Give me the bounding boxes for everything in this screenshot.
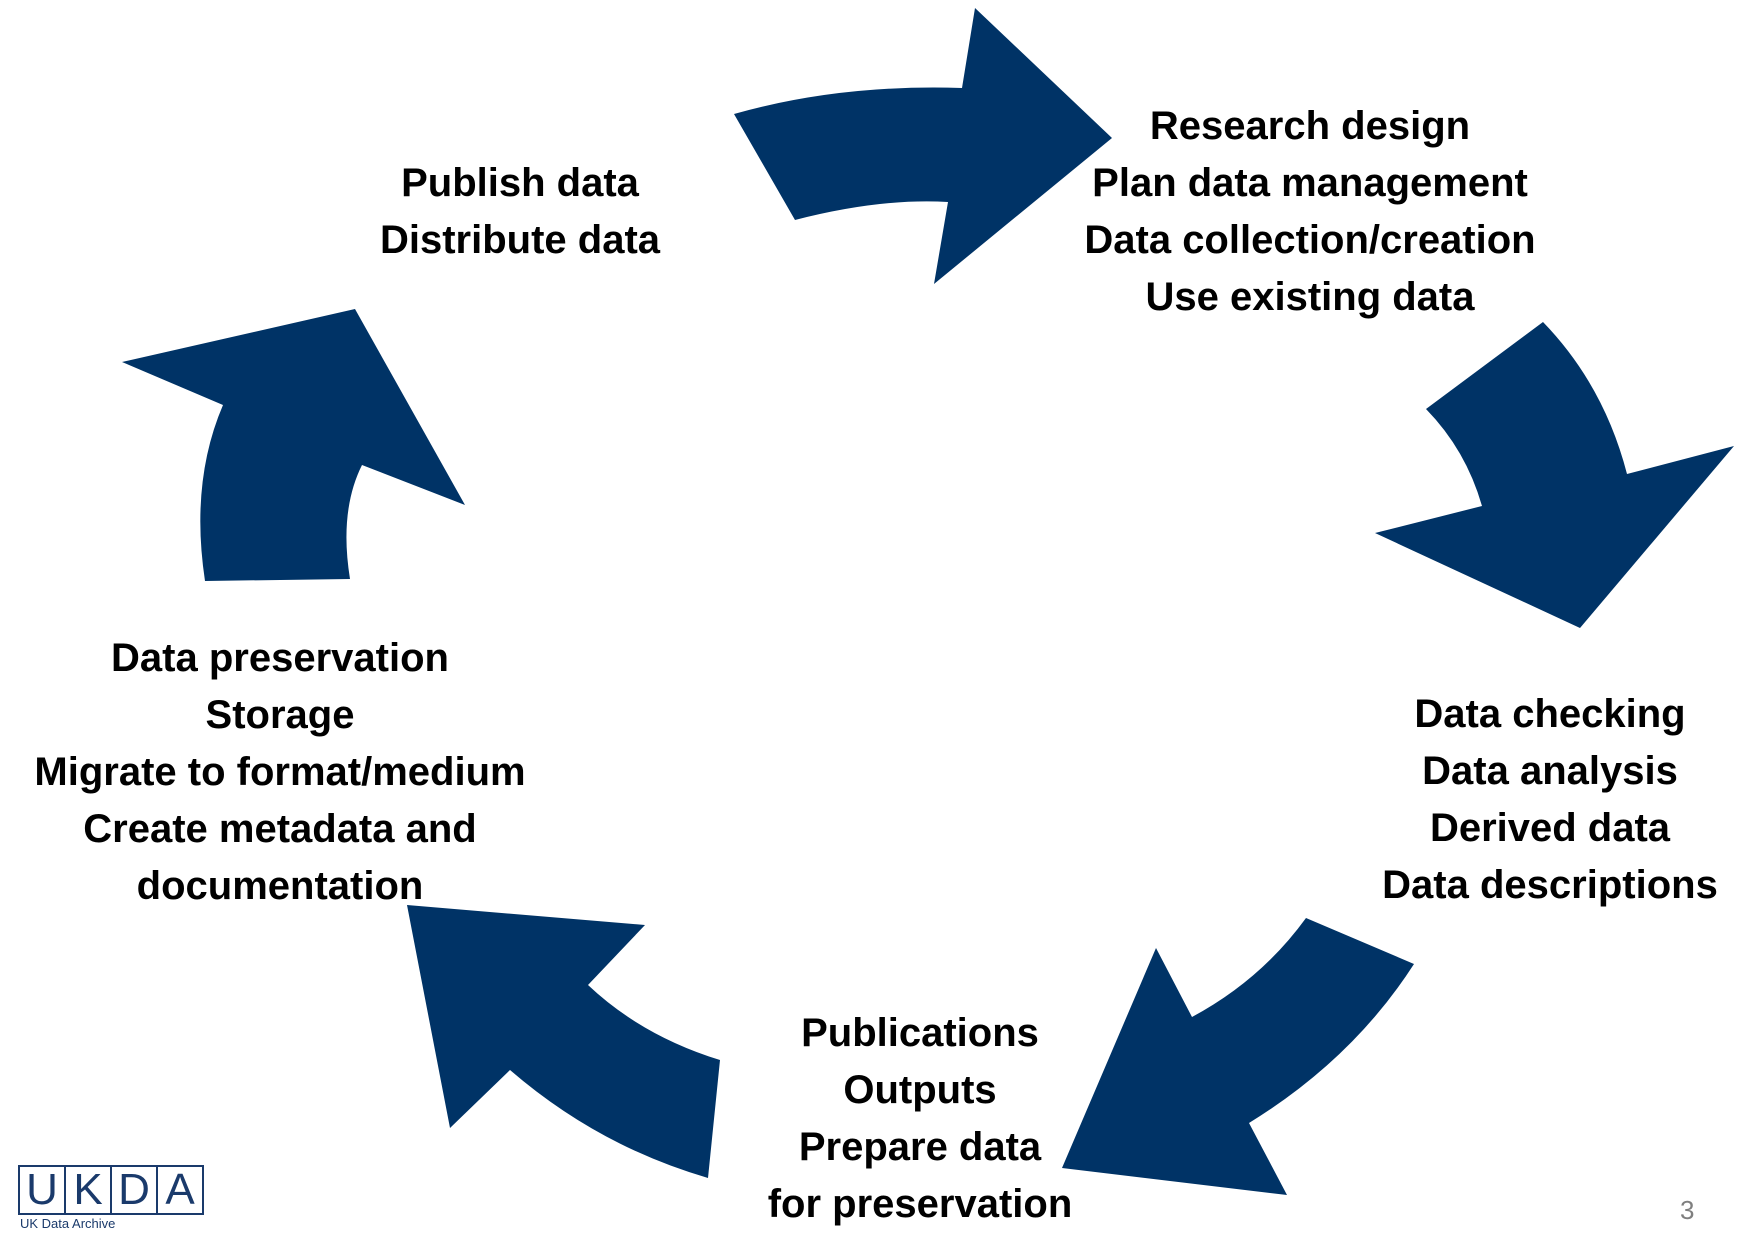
stage-research-line: Use existing data xyxy=(1145,275,1475,319)
stage-publish-line: Distribute data xyxy=(379,218,661,262)
stage-preservation: Data preservation Storage Migrate to for… xyxy=(0,630,560,915)
logo-letter: D xyxy=(110,1165,158,1215)
logo-letter: U xyxy=(18,1165,66,1215)
stage-outputs-line: Outputs xyxy=(843,1068,997,1112)
stage-outputs-line: for preservation xyxy=(767,1182,1073,1226)
stage-research-line: Data collection/creation xyxy=(1084,218,1536,262)
stage-research: Research design Plan data management Dat… xyxy=(1030,98,1590,326)
arrow-preservation-to-publish xyxy=(122,309,465,581)
stage-analysis-line: Derived data xyxy=(1429,806,1671,850)
stage-publish: Publish data Distribute data xyxy=(330,155,710,269)
stage-analysis-line: Data checking xyxy=(1414,692,1686,736)
arrow-research-to-analysis xyxy=(1375,322,1734,628)
stage-publish-line: Publish data xyxy=(401,161,639,205)
stage-research-line: Research design xyxy=(1149,104,1471,148)
arrow-analysis-to-outputs xyxy=(1062,918,1414,1195)
arrow-outputs-to-preservation xyxy=(407,905,720,1178)
stage-outputs: Publications Outputs Prepare data for pr… xyxy=(700,1005,1140,1233)
arrow-publish-to-research xyxy=(734,8,1112,284)
logo-subtitle: UK Data Archive xyxy=(20,1216,116,1231)
logo-letter: K xyxy=(64,1165,112,1215)
page-number: 3 xyxy=(1680,1195,1695,1225)
stage-research-line: Plan data management xyxy=(1092,161,1528,205)
stage-preservation-line: Data preservation xyxy=(111,636,449,680)
stage-preservation-line: Migrate to format/medium xyxy=(34,750,526,794)
stage-analysis: Data checking Data analysis Derived data… xyxy=(1350,686,1742,914)
stage-analysis-line: Data analysis xyxy=(1422,749,1678,793)
stage-outputs-line: Prepare data xyxy=(798,1125,1042,1169)
stage-preservation-line: Create metadata and xyxy=(83,807,477,851)
stage-preservation-line: documentation xyxy=(136,864,424,908)
stage-analysis-line: Data descriptions xyxy=(1382,863,1718,907)
stage-preservation-line: Storage xyxy=(205,693,355,737)
ukda-logo: U K D A xyxy=(18,1165,204,1215)
logo-letter: A xyxy=(156,1165,204,1215)
stage-outputs-line: Publications xyxy=(801,1011,1039,1055)
